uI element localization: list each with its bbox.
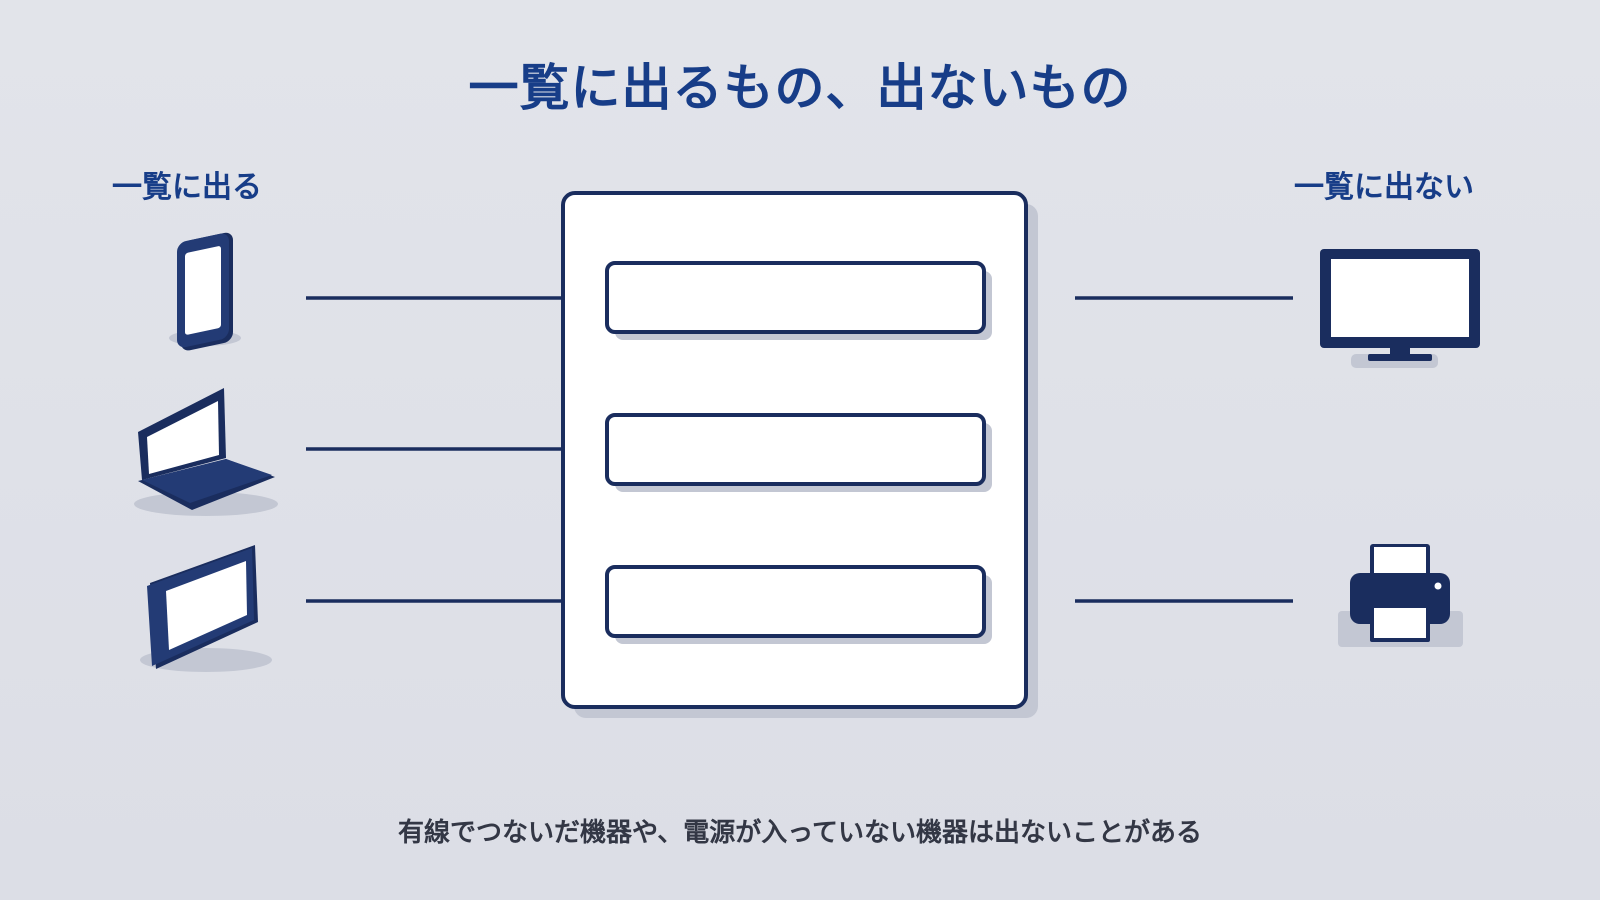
left-connectors [306, 296, 607, 603]
device-list-panel [561, 191, 1038, 718]
monitor-icon [1320, 249, 1480, 368]
hidden-heading: 一覧に出ない [1294, 170, 1474, 205]
list-row [605, 261, 992, 340]
tablet-icon [140, 545, 272, 672]
shown-heading: 一覧に出る [112, 170, 262, 205]
footnote-caption: 有線でつないだ機器や、電源が入っていない機器は出ないことがある [398, 818, 1202, 848]
right-connectors [1075, 296, 1293, 603]
printer-icon [1338, 544, 1463, 647]
page-title: 一覧に出るもの、出ないもの [468, 59, 1132, 117]
list-row [605, 565, 992, 644]
list-row [605, 413, 992, 492]
smartphone-icon [169, 232, 241, 351]
laptop-icon [134, 388, 278, 516]
